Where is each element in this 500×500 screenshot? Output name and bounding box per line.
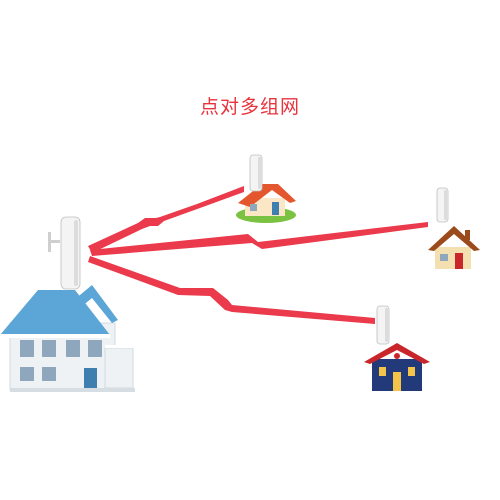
cpe-device-remote-3 <box>376 305 390 345</box>
wireless-links <box>88 186 428 324</box>
wireless-link-3 <box>88 256 375 324</box>
cpe-device-main <box>48 216 81 290</box>
cpe-device-remote-2 <box>436 187 449 223</box>
wireless-link-2 <box>90 222 428 256</box>
wireless-link-1 <box>88 186 244 253</box>
cpe-device-remote-1 <box>249 154 263 192</box>
remote-house-3-icon <box>364 343 430 391</box>
remote-house-2-icon <box>428 226 480 269</box>
main-house-icon <box>0 285 135 392</box>
diagram-title: 点对多组网 <box>199 96 300 118</box>
remote-house-1-icon <box>236 184 296 223</box>
